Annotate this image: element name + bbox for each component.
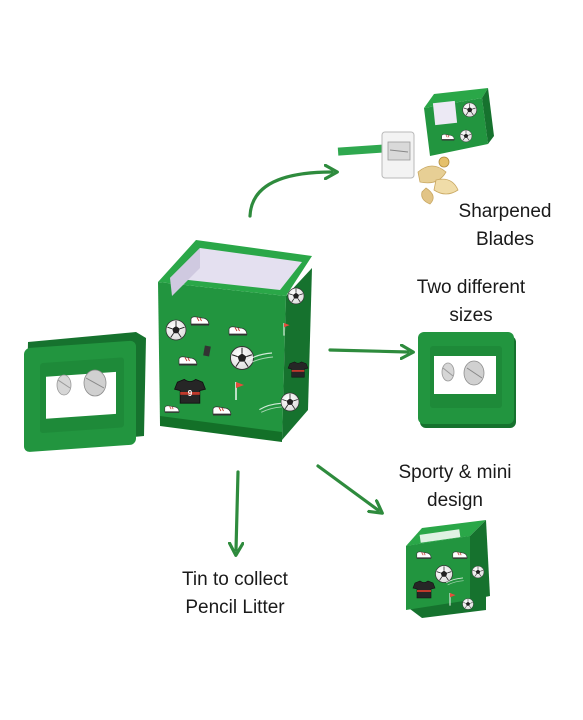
curved-arrow-icon [248,172,332,218]
label-tin-collect-line1: Tin to collect [182,569,288,590]
label-sharpened-blades-line1: Sharpened [458,201,552,222]
tin-lid-sharpener-face [24,332,146,452]
small-lid-sharpener [418,332,516,428]
diagonal-arrow-icon [316,464,378,510]
label-tin-collect-line2: Pencil Litter [185,597,285,618]
label-two-sizes: Two different sizes [396,274,546,330]
label-sporty-design: Sporty & mini design [380,459,530,515]
label-tin-collect: Tin to collect Pencil Litter [160,566,310,622]
label-two-sizes-line2: sizes [449,305,493,326]
jersey-number: 9 [188,389,193,398]
main-tin-container: 9 [158,240,312,442]
label-sharpened-blades-line2: Blades [475,229,535,250]
right-arrow-icon [328,350,408,352]
label-sporty-design-line2: design [427,490,483,511]
label-sporty-design-line1: Sporty & mini [398,462,512,483]
down-arrow-icon [236,470,238,550]
label-sharpened-blades: Sharpened Blades [440,198,570,254]
mini-tin-closed [406,520,490,618]
sharpened-blades-photo [337,88,494,205]
label-two-sizes-line1: Two different [416,277,526,298]
